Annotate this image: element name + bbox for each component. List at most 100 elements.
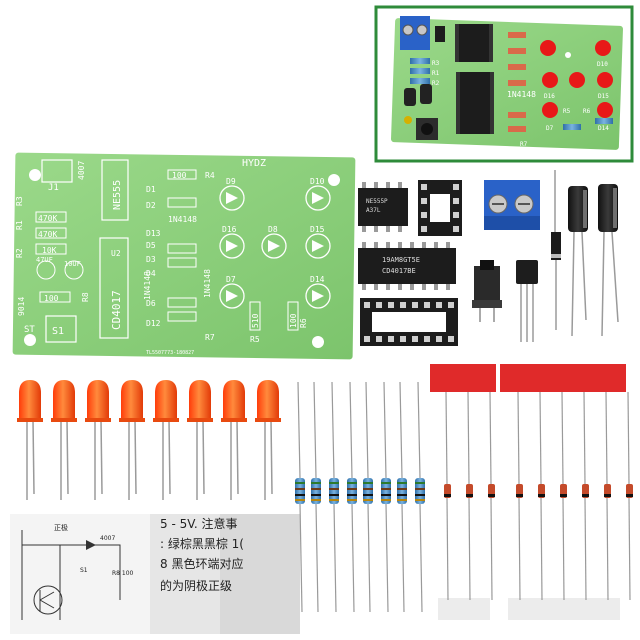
resistor-value-3: 10K — [42, 246, 57, 255]
orange-led — [119, 380, 145, 500]
orange-led — [255, 380, 281, 500]
resistor-ref-r4: R4 — [205, 171, 215, 180]
diode-ref-d2: D2 — [146, 201, 156, 210]
transistor — [516, 260, 538, 342]
inset-switch — [416, 118, 438, 140]
inset-res-ref-3: R2 — [432, 80, 440, 87]
small-cap-label: 4007 — [77, 161, 86, 180]
dip16-marking-1: 19AM8GT5E — [382, 256, 420, 264]
resistor-ref-r6: R6 — [299, 318, 308, 328]
ne555-footprint — [101, 159, 129, 221]
signal-diode — [626, 391, 633, 601]
resistor-footprint — [35, 227, 67, 239]
connector-label: J1 — [48, 183, 59, 193]
dip8-marking-2: A37L — [366, 207, 381, 214]
inset-diodes — [508, 32, 526, 132]
inset-transistor — [435, 26, 445, 42]
mounting-hole — [24, 334, 36, 346]
rectifier-diode — [551, 170, 561, 330]
resistor-value-1: 470K — [38, 214, 57, 223]
resistor — [363, 381, 373, 613]
signal-diode — [538, 391, 545, 601]
cap-footprint — [64, 260, 84, 280]
diode-ref-d3: D3 — [146, 255, 156, 264]
inset-diode-label: 1N4148 — [507, 90, 536, 99]
resistor-footprint — [249, 301, 261, 331]
resistor — [311, 381, 321, 613]
cd4017-footprint — [99, 237, 129, 339]
cd4017-ref: U2 — [111, 249, 121, 258]
inset-cd4017 — [456, 72, 494, 134]
resistor — [295, 381, 305, 613]
signal-diode — [444, 391, 451, 601]
inset-led-ref-2: D16 — [544, 93, 555, 100]
schematic-label-s: S1 — [80, 567, 88, 574]
resistor-footprint — [287, 301, 299, 331]
resistor-value-6: 510 — [251, 313, 260, 328]
diode-ref-d1: D1 — [146, 185, 156, 194]
bare-pcb: HYDZ J1 4007 NE555 CD4017 U2 470K 470K 1… — [12, 152, 356, 360]
signal-diode — [466, 391, 473, 601]
inset-res-ref-4: R7 — [520, 141, 528, 148]
diode-ref-d12: D12 — [146, 319, 161, 328]
switch-tag: ST — [24, 325, 35, 335]
resistor — [397, 381, 407, 613]
resistor-footprint — [35, 211, 67, 223]
led-ref-d16: D16 — [222, 225, 237, 234]
orange-led — [153, 380, 179, 500]
resistor-ref-r5: R5 — [250, 335, 260, 344]
resistor-footprint — [39, 291, 71, 303]
switch-label: S1 — [52, 326, 64, 337]
dip8-socket — [418, 180, 462, 236]
mounting-hole — [29, 169, 41, 181]
orange-led — [221, 380, 247, 500]
signal-diode — [516, 391, 523, 601]
schematic-diode-symbol — [86, 540, 96, 550]
dip16-marking-2: CD4017BE — [382, 267, 416, 275]
assembled-board-inset: 1N4148 R3 R1 R2 R7 — [374, 5, 634, 163]
led-ref-d15: D15 — [310, 225, 325, 234]
paper-line-3: 8 黑色环端对应 — [160, 556, 243, 571]
diode-ref-d6: D6 — [146, 299, 156, 308]
led-ref-d8: D8 — [268, 225, 278, 234]
inset-led-ref-7: R6 — [583, 108, 591, 115]
diode-label-2: 1N4148 — [203, 269, 212, 298]
signal-diode — [488, 391, 495, 601]
schematic-label-r: R8 100 — [112, 570, 134, 577]
inset-led-ref-3: D15 — [598, 93, 609, 100]
connector-outline — [41, 159, 73, 183]
mounting-hole — [312, 336, 324, 348]
inset-capacitors — [404, 84, 432, 124]
resistor-value-5: 100 — [172, 171, 187, 180]
orange-led — [187, 380, 213, 500]
inset-led-ref-6: R5 — [563, 108, 571, 115]
switch-footprint — [45, 315, 77, 343]
electrolytic-cap-2 — [598, 184, 619, 337]
inset-ne555 — [455, 24, 493, 62]
cd4017-label: CD4017 — [110, 290, 123, 330]
cd4017-chip: 19AM8GT5E CD4017BE — [358, 242, 456, 290]
diode-tape-right — [500, 364, 633, 620]
cap-value-1: 47UF — [36, 256, 53, 264]
resistor-ref-r7: R7 — [205, 333, 215, 342]
inset-res-ref-1: R3 — [432, 60, 440, 67]
resistor-ref-r8: R8 — [81, 292, 90, 302]
resistor-ref-r1: R1 — [15, 220, 24, 230]
board-serial: TL5507773-180827 — [146, 350, 194, 356]
resistor — [347, 381, 357, 613]
diode-ref-d13: D13 — [146, 229, 161, 238]
mounting-hole — [328, 174, 340, 186]
resistor — [381, 381, 391, 613]
terminal-block — [484, 180, 540, 230]
resistor-value-2: 470K — [38, 230, 57, 239]
paper-line-2: : 绿棕黑黑棕 1( — [160, 536, 244, 551]
paper-line-4: 的为阴极正级 — [160, 578, 232, 593]
diode-ref-d5: D5 — [146, 241, 156, 250]
inset-led-ref-5: D14 — [598, 125, 609, 132]
resistor — [415, 381, 425, 613]
dip8-marking-1: NE555P — [366, 198, 388, 205]
orange-led — [51, 380, 77, 500]
push-button — [472, 260, 502, 322]
diode-label-1: 1N4148 — [168, 215, 197, 224]
